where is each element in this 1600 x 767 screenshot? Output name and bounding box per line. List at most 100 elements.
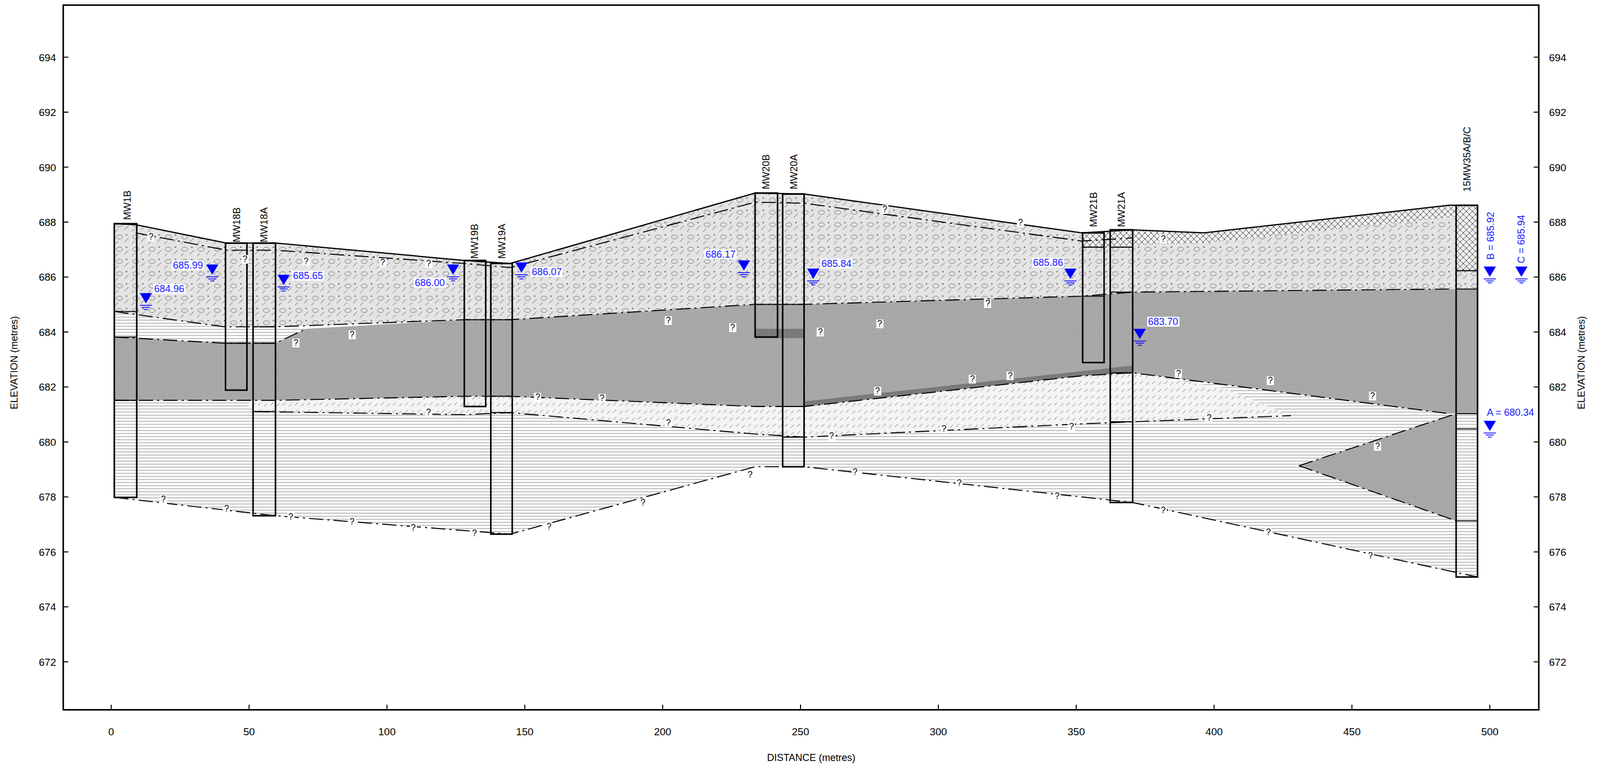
- distance-tick-label: 300: [929, 725, 948, 737]
- tick-mark: [1533, 495, 1539, 498]
- tick-mark: [1533, 661, 1539, 663]
- well-name: MW21B: [1088, 191, 1099, 227]
- elevation-tick-label: 688: [1549, 217, 1567, 228]
- elevation-tick-label: 686: [38, 271, 57, 283]
- distance-tick-label: 250: [791, 725, 810, 737]
- water-level-label: C = 685.94: [1516, 213, 1527, 265]
- tick-mark: [1351, 704, 1353, 710]
- water-level-label: 685.84: [820, 258, 853, 269]
- tick-mark: [63, 221, 69, 223]
- water-level-label: 686.00: [413, 277, 446, 288]
- uncertain-contact-mark: ?: [728, 323, 737, 332]
- well-name: MW20A: [789, 154, 799, 190]
- well-name: MW20B: [761, 154, 772, 190]
- elevation-tick-label: 678: [38, 491, 57, 502]
- distance-tick-label: 150: [516, 725, 534, 737]
- uncertain-contact-mark: ?: [968, 374, 977, 384]
- uncertain-contact-mark: ?: [348, 517, 356, 527]
- uncertain-contact-mark: ?: [545, 522, 553, 531]
- well-name: MW1B: [122, 190, 133, 220]
- tick-mark: [1533, 56, 1539, 58]
- uncertain-contact-mark: ?: [302, 257, 310, 266]
- uncertain-contact-mark: ?: [292, 338, 300, 348]
- uncertain-contact-mark: ?: [241, 254, 249, 264]
- elevation-tick-label: 680: [1549, 436, 1567, 447]
- uncertain-contact-mark: ?: [1175, 369, 1183, 378]
- uncertain-contact-mark: ?: [1266, 376, 1275, 385]
- water-level-label: 685.99: [171, 260, 204, 271]
- water-level-label: B = 685.92: [1485, 210, 1496, 261]
- uncertain-contact-mark: ?: [880, 205, 889, 214]
- uncertain-contact-mark: ?: [984, 299, 992, 308]
- well-name: MW21A: [1116, 191, 1127, 227]
- elevation-tick-label: 682: [1549, 381, 1567, 393]
- elevation-tick-label: 692: [1549, 107, 1567, 118]
- water-level-label: A = 680.34: [1485, 407, 1536, 418]
- tick-mark: [1533, 331, 1539, 333]
- distance-tick-label: 400: [1205, 725, 1223, 737]
- uncertain-contact-mark: ?: [287, 512, 295, 522]
- distance-tick-label: 500: [1481, 725, 1499, 737]
- tick-mark: [63, 276, 69, 278]
- tick-mark: [1533, 276, 1539, 278]
- elevation-tick-label: 682: [38, 381, 57, 393]
- tick-mark: [524, 704, 526, 710]
- uncertain-contact-mark: ?: [1159, 234, 1167, 244]
- elevation-tick-label: 688: [38, 217, 57, 228]
- tick-mark: [800, 704, 802, 710]
- axis-title: DISTANCE (metres): [767, 752, 856, 763]
- tick-mark: [1533, 111, 1539, 113]
- uncertain-contact-mark: ?: [876, 319, 884, 329]
- elevation-tick-label: 686: [1549, 271, 1567, 283]
- elevation-tick-label: 672: [1549, 656, 1567, 667]
- distance-tick-label: 350: [1067, 725, 1085, 737]
- uncertain-contact-mark: ?: [1367, 551, 1375, 560]
- tick-mark: [63, 551, 69, 553]
- uncertain-contact-mark: ?: [409, 523, 417, 533]
- elevation-tick-label: 672: [38, 656, 57, 667]
- uncertain-contact-mark: ?: [534, 392, 542, 402]
- uncertain-contact-mark: ?: [940, 424, 948, 434]
- elevation-tick-label: 684: [1549, 326, 1567, 337]
- uncertain-contact-mark: ?: [159, 494, 167, 504]
- elevation-tick-label: 692: [38, 107, 57, 118]
- uncertain-contact-mark: ?: [664, 316, 673, 325]
- elevation-tick-label: 694: [38, 51, 57, 63]
- elevation-tick-label: 690: [38, 161, 57, 173]
- tick-mark: [63, 331, 69, 333]
- uncertain-contact-mark: ?: [851, 467, 859, 477]
- uncertain-contact-mark: ?: [470, 528, 478, 538]
- tick-mark: [662, 704, 664, 710]
- elevation-tick-label: 674: [38, 601, 57, 612]
- uncertain-contact-mark: ?: [639, 498, 647, 507]
- uncertain-contact-mark: ?: [1053, 491, 1061, 501]
- tick-mark: [1533, 441, 1539, 443]
- elevation-tick-label: 684: [38, 326, 57, 337]
- tick-mark: [63, 386, 69, 388]
- tick-mark: [63, 605, 69, 607]
- uncertain-contact-mark: ?: [1006, 371, 1014, 381]
- tick-mark: [63, 56, 69, 58]
- water-level-label: 683.70: [1147, 316, 1180, 327]
- tick-mark: [110, 704, 112, 710]
- distance-tick-label: 0: [108, 725, 115, 737]
- uncertain-contact-mark: ?: [664, 418, 673, 428]
- uncertain-contact-mark: ?: [598, 393, 606, 403]
- water-level-label: 684.96: [153, 283, 186, 294]
- well-name: MW18B: [231, 207, 242, 243]
- uncertain-contact-mark: ?: [1017, 218, 1025, 227]
- tick-mark: [1489, 704, 1491, 710]
- distance-tick-label: 100: [378, 725, 396, 737]
- uncertain-contact-mark: ?: [1264, 527, 1272, 537]
- uncertain-contact-mark: ?: [1374, 441, 1382, 451]
- elevation-tick-label: 680: [38, 436, 57, 447]
- tick-mark: [63, 166, 69, 168]
- uncertain-contact-mark: ?: [424, 259, 432, 268]
- uncertain-contact-mark: ?: [816, 327, 825, 337]
- uncertain-contact-mark: ?: [1368, 391, 1376, 401]
- distance-tick-label: 450: [1343, 725, 1362, 737]
- uncertain-contact-mark: ?: [348, 330, 356, 340]
- well-name: MW18A: [259, 207, 270, 243]
